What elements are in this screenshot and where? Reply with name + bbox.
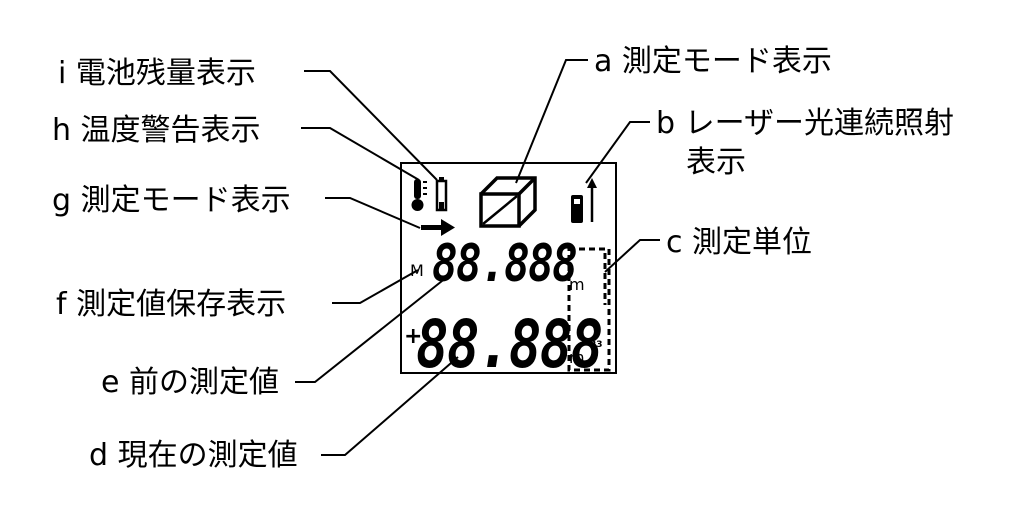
leader-d [321,356,459,456]
lcd-frame [400,162,617,374]
leader-e [295,276,448,383]
unit-previous: m [569,275,585,294]
unit-current: m [569,348,585,367]
box-mode-icon [479,176,537,228]
memory-indicator: M [410,261,424,280]
label-mode-arrow: g 測定モード表示 [52,183,291,218]
unit-exponent: 23 [590,340,603,350]
previous-value: 88.888 [432,234,578,294]
leader-i [304,70,438,181]
leader-g [325,197,421,229]
label-previous: e 前の測定値 [101,365,279,400]
label-temperature: h 温度警告表示 [52,113,261,148]
label-battery: i 電池残量表示 [58,56,256,91]
unit-area-dashed [567,247,611,372]
laser-device-icon [571,178,597,223]
arrow-right-icon [421,219,455,236]
label-mode: a 測定モード表示 [594,44,832,79]
current-value: 88.888 [416,306,603,383]
label-unit: c 測定単位 [666,225,813,260]
leader-b [585,121,650,184]
label-laser-line2: 表示 [686,145,746,180]
leader-f [332,269,419,304]
leader-h [301,127,420,181]
leader-a [515,59,588,184]
battery-icon [435,177,448,212]
label-laser: b レーザー光連続照射 [656,106,954,141]
thermometer-icon [411,179,427,211]
label-memory: f 測定値保存表示 [56,287,287,322]
leader-c [604,239,660,273]
label-current: d 現在の測定値 [89,438,298,473]
sign-indicator: + [404,324,423,349]
leader-lines [295,59,660,456]
